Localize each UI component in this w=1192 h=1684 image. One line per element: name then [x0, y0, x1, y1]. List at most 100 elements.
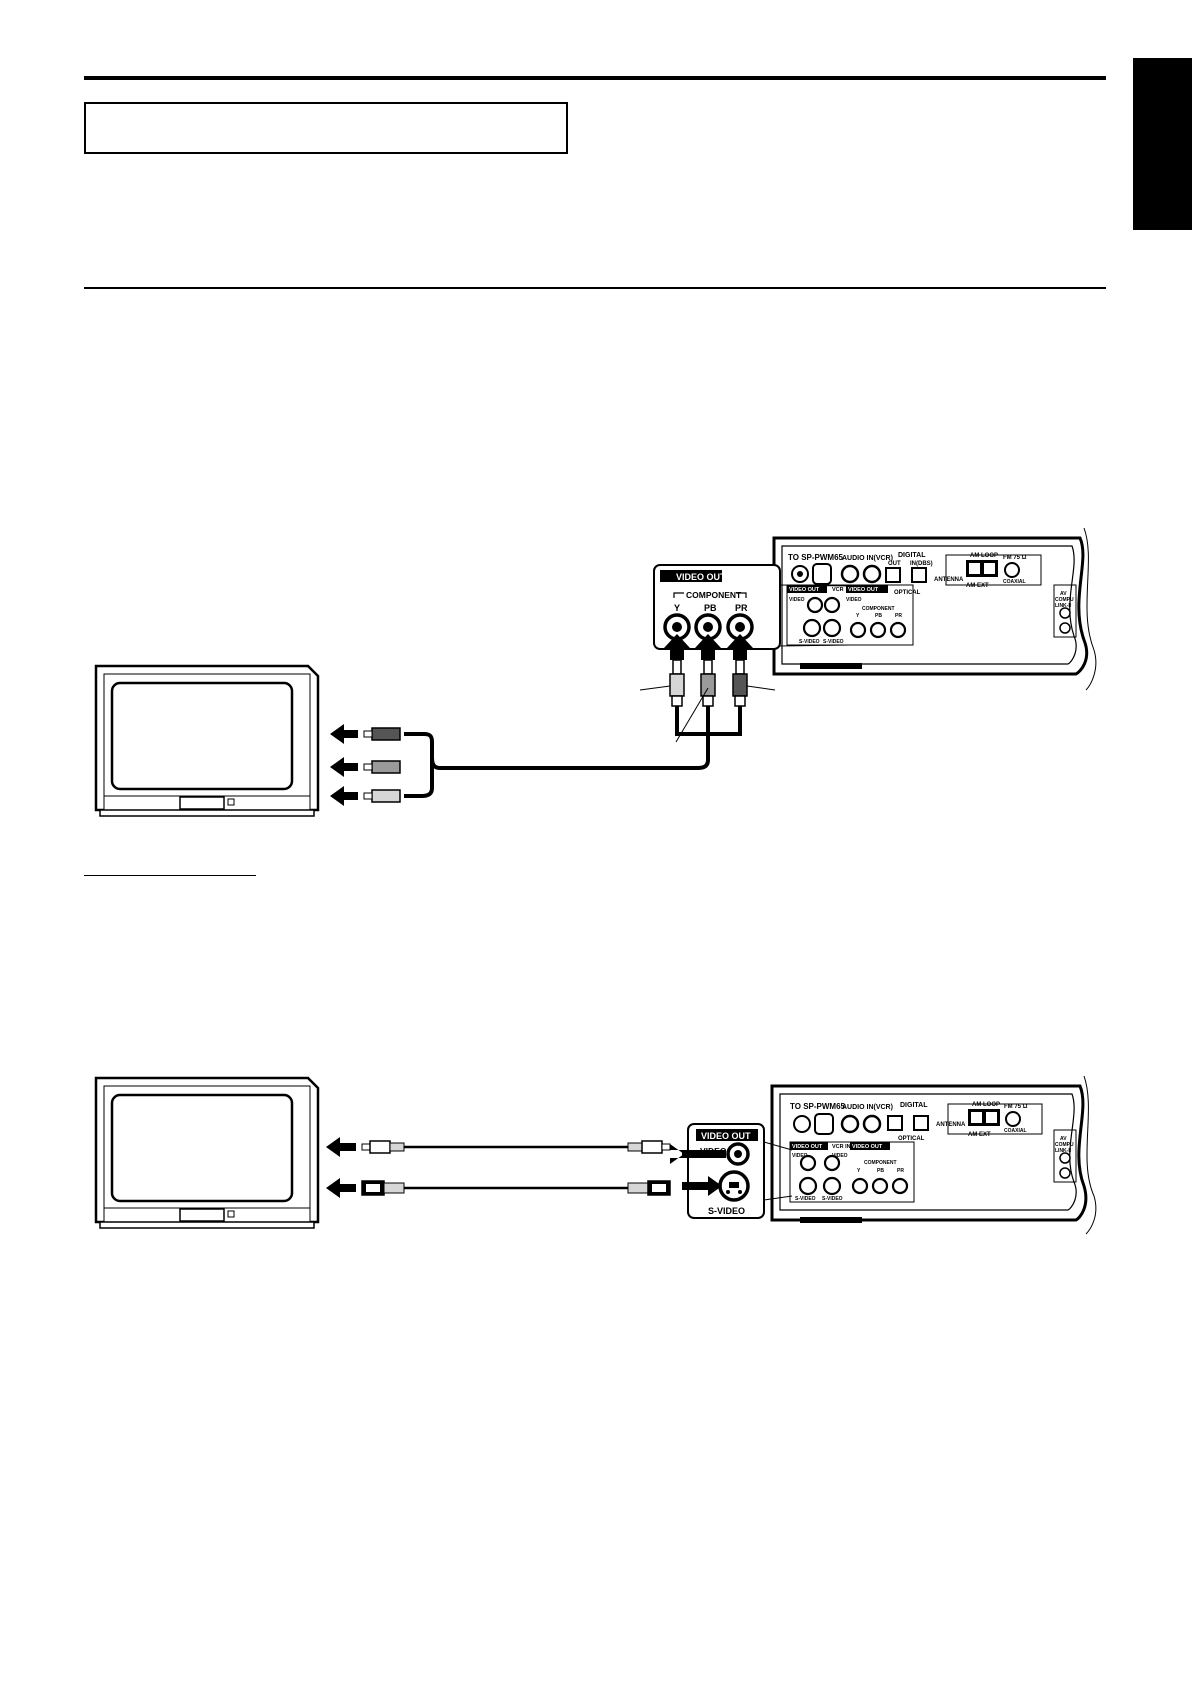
callout-label-pb: PB [704, 603, 717, 613]
panel2-label-video-out-small2: VIDEO OUT [852, 1144, 883, 1150]
callout-label-pr: PR [735, 603, 748, 613]
component-cable [404, 706, 742, 798]
panel-label-y-small: Y [856, 613, 860, 619]
antenna-frame [945, 554, 1042, 586]
fm-coaxial-jack [1004, 562, 1020, 578]
tv-plug-top [363, 727, 401, 741]
panel2-av-jack-bottom [1059, 1167, 1071, 1179]
panel2-label-av: AV [1060, 1136, 1067, 1142]
callout-label-component: COMPONENT [686, 590, 742, 600]
panel2-audio-l-jack [862, 1114, 882, 1134]
component-connection-diagram: TO SP-PWM65 AUDIO IN(VCR) R L DIGITAL OU… [94, 527, 1097, 817]
av-compu-frame [1053, 584, 1077, 638]
panel2-component-y [851, 1177, 869, 1195]
panel-label-compu: COMPU [1055, 597, 1074, 603]
panel-label-video-out-small2: VIDEO OUT [848, 587, 879, 593]
audio-in-r-jack [840, 564, 860, 584]
panel2-label-component-small: COMPONENT [864, 1160, 897, 1166]
tv-set-1 [94, 664, 320, 817]
panel2-subwoofer-jack [793, 1115, 811, 1133]
panel2-label-am-ext: AM EXT [968, 1132, 991, 1138]
panel-label-pb-small: PB [875, 613, 882, 619]
panel2-label-am-loop: AM LOOP [972, 1102, 1000, 1108]
panel-label-antenna: ANTENNA [934, 577, 964, 583]
panel2-av-jack-top [1059, 1152, 1071, 1164]
panel2-label-pb-small: PB [877, 1168, 884, 1174]
callout-label-y: Y [674, 603, 680, 613]
leader-line-y [639, 685, 671, 691]
rear-panel-2 [770, 1075, 1097, 1235]
arrow-right-svideo [682, 1176, 722, 1196]
panel2-component-pb [871, 1177, 889, 1195]
small-component-pb [869, 621, 887, 639]
panel2-label-antenna: ANTENNA [936, 1122, 966, 1128]
panel2-small-video-jack-2 [823, 1154, 841, 1172]
panel-label-optical: OPTICAL [894, 590, 921, 596]
panel2-small-svideo-jack-2 [822, 1176, 842, 1196]
panel2-label-fm: FM 75 Ω [1004, 1104, 1028, 1110]
panel2-optical-in [913, 1115, 929, 1131]
rca-plug-pb [700, 659, 716, 707]
arrow-right-video [670, 1144, 684, 1164]
optical-out-jack [885, 567, 901, 583]
av-compu-jack-bottom [1059, 622, 1071, 634]
subwoofer-jack-center [797, 571, 803, 577]
panel2-small-svideo-jack-1 [798, 1176, 818, 1196]
small-component-pr [889, 621, 907, 639]
svideo-cable [361, 1180, 671, 1196]
arrow-up-y [664, 634, 690, 660]
panel2-label-svideo-small2: S-VIDEO [822, 1196, 843, 1202]
panel2-label-vcr-in: VCR IN [832, 1144, 851, 1150]
panel-label-component-small: COMPONENT [862, 606, 895, 612]
optical-in-jack [911, 567, 927, 583]
panel-label-digital: DIGITAL [898, 552, 926, 559]
caption-underline [84, 875, 256, 876]
panel2-small-video-jack-1 [799, 1154, 817, 1172]
panel2-component-pr [891, 1177, 909, 1195]
rca-plug-y [669, 659, 685, 707]
panel-label-digital-out: OUT [888, 561, 901, 567]
small-video-jack-1 [806, 596, 824, 614]
panel2-label-audio-in: AUDIO IN(VCR) [842, 1104, 893, 1111]
callout-label-video-out: VIDEO OUT [676, 572, 726, 582]
panel2-label-compu: COMPU [1055, 1142, 1074, 1148]
section-title-box [84, 102, 568, 154]
panel2-optical-out [887, 1115, 903, 1131]
panel-label-am-loop: AM LOOP [970, 553, 998, 559]
panel2-av-compu-frame [1053, 1129, 1077, 1183]
arrow-left-middle [330, 757, 358, 777]
panel2-label-optical: OPTICAL [898, 1136, 925, 1142]
panel-label-video-out-small: VIDEO OUT [789, 587, 820, 593]
panel-label-audio-in: AUDIO IN(VCR) [842, 555, 893, 562]
panel-label-av: AV [1060, 591, 1067, 597]
panel2-label-link: LINK-II [1055, 1148, 1072, 1154]
panel2-speaker-connector [814, 1113, 834, 1135]
arrow-left-top [330, 724, 358, 744]
panel-label-link: LINK-II [1055, 603, 1072, 609]
panel2-label-digital: DIGITAL [900, 1102, 928, 1109]
panel2-label-pr-small: PR [897, 1168, 904, 1174]
rca-plug-pr [732, 659, 748, 707]
panel-label-video-small: VIDEO [789, 597, 805, 603]
section-divider-rule [84, 287, 1106, 289]
panel-label-svideo-small2: S-VIDEO [823, 639, 844, 645]
panel-label-video-small2: VIDEO [846, 597, 862, 603]
tv-plug-middle [363, 760, 401, 774]
panel2-label-y-small: Y [857, 1168, 861, 1174]
panel2-label-video-small2: VIDEO [832, 1153, 848, 1159]
arrow-left-video [326, 1137, 356, 1157]
av-compu-jack-top [1059, 607, 1071, 619]
panel-label-coaxial: COAXIAL [1003, 579, 1026, 585]
arrow-left-bottom [330, 786, 358, 806]
panel2-label-to-subwoofer: TO SP-PWM65 [790, 1102, 846, 1111]
small-svideo-jack-1 [802, 618, 822, 638]
panel-label-pr-small: PR [895, 613, 902, 619]
leader-line-pr [746, 685, 776, 691]
panel2-label-video-out-small: VIDEO OUT [792, 1144, 823, 1150]
tv-set-2 [94, 1076, 320, 1229]
language-side-tab [1133, 58, 1192, 230]
panel2-label-video-small: VIDEO [792, 1153, 808, 1159]
small-component-y [849, 621, 867, 639]
panel-label-svideo-small: S-VIDEO [799, 639, 820, 645]
svideo-connection-diagram: TO SP-PWM65 AUDIO IN(VCR) DIGITAL OPTICA… [94, 1075, 1097, 1235]
